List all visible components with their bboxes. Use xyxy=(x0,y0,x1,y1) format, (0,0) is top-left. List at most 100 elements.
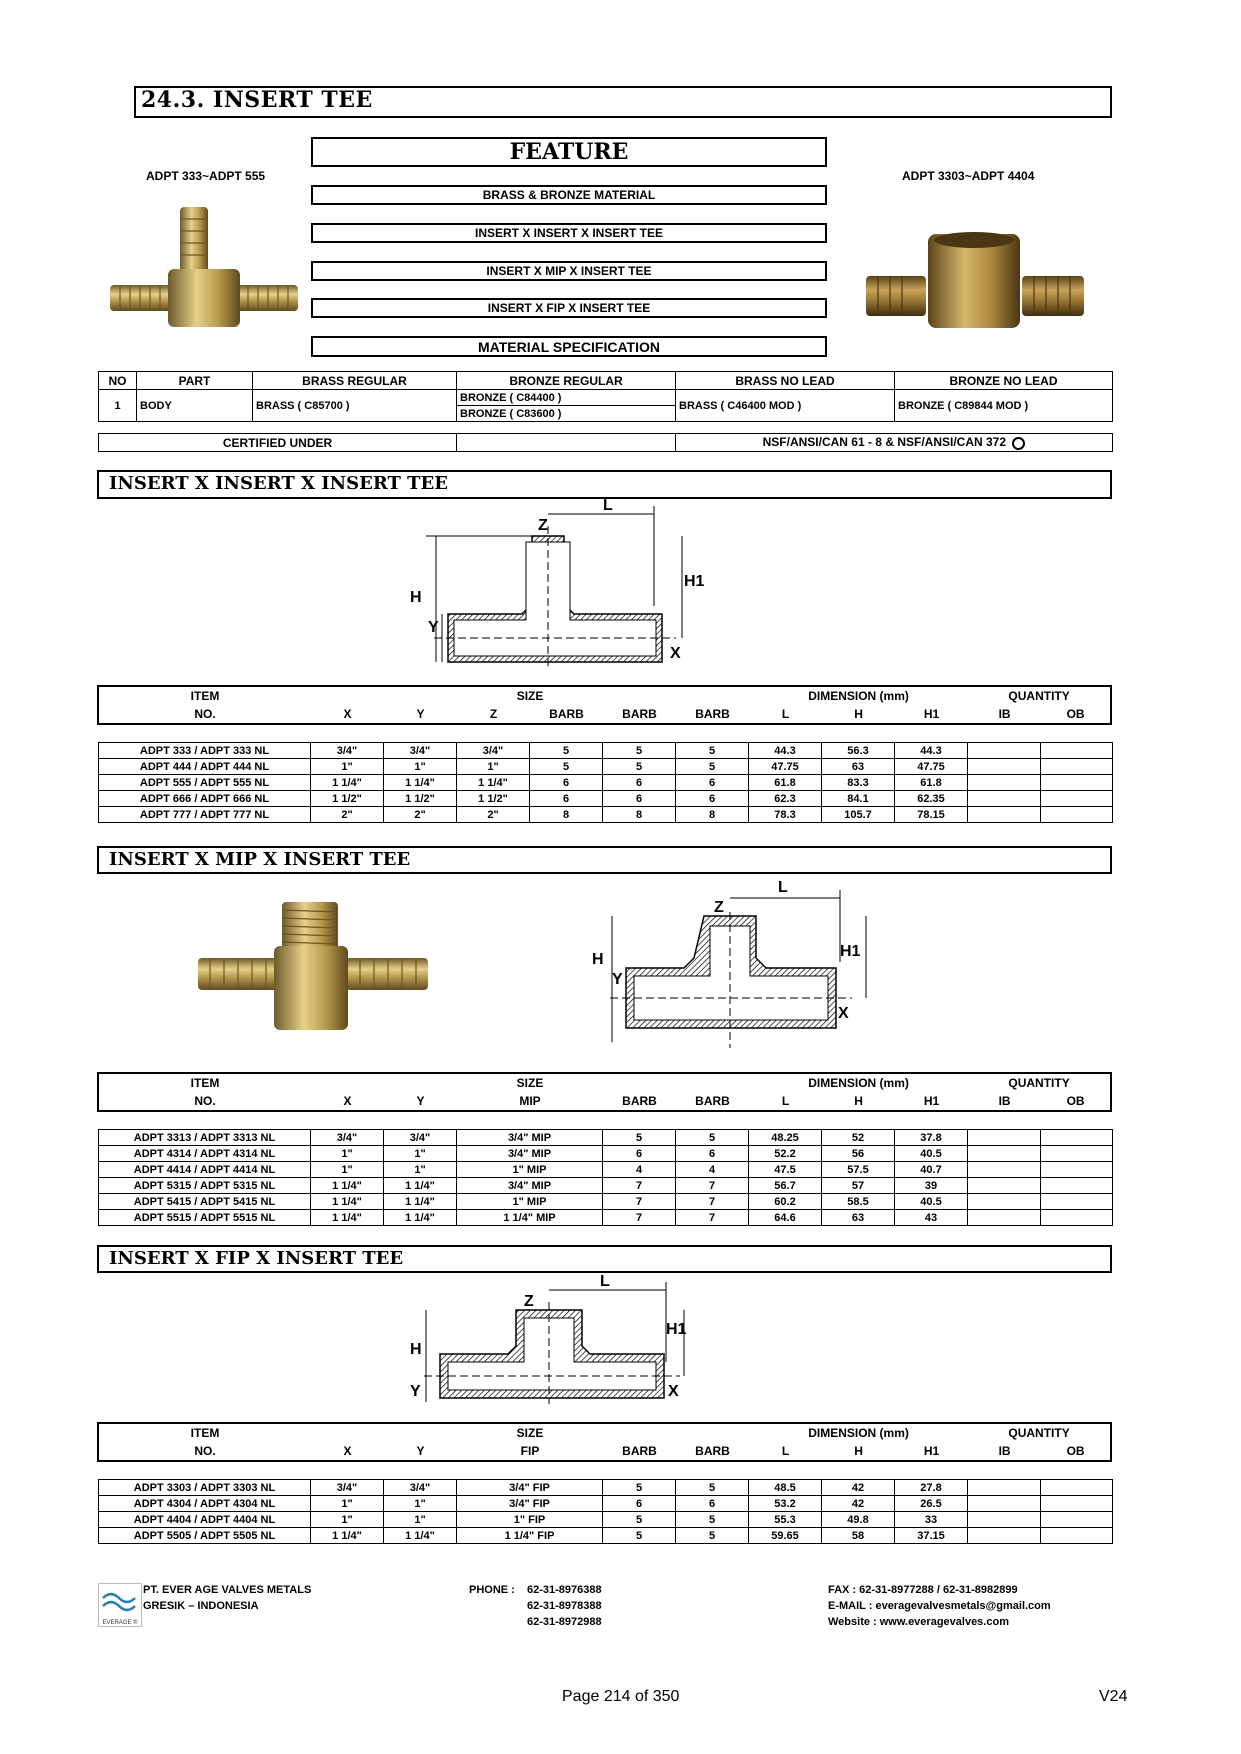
s3-cell: 55.3 xyxy=(748,1511,822,1528)
s1-cell: 3/4" xyxy=(383,742,457,759)
s1-cell: 83.3 xyxy=(821,774,895,791)
s1-cell: 8 xyxy=(529,806,603,823)
s3-head-item: ITEM xyxy=(190,1426,220,1440)
s2-cell: 39 xyxy=(894,1177,968,1194)
section2-header-box xyxy=(97,1072,1112,1112)
s1-head-size: SIZE xyxy=(516,689,544,703)
s1-cell xyxy=(967,742,1041,759)
s2-cell: 1" xyxy=(383,1145,457,1162)
s1-cell: 5 xyxy=(529,742,603,759)
s3-cell: 33 xyxy=(894,1511,968,1528)
footer-phone-label: PHONE : xyxy=(469,1584,515,1596)
s1-cell: 5 xyxy=(529,758,603,775)
s3-head-col-3: FIP xyxy=(520,1444,540,1458)
s3-cell: 5 xyxy=(602,1527,676,1544)
s2-cell: 1 1/4" xyxy=(383,1177,457,1194)
s3-cell xyxy=(967,1527,1041,1544)
s1-cell: 47.75 xyxy=(894,758,968,775)
material-spec-title: MATERIAL SPECIFICATION xyxy=(311,336,827,357)
s2-cell xyxy=(967,1177,1041,1194)
certified-table: CERTIFIED UNDER NSF/ANSI/CAN 61 - 8 & NS… xyxy=(98,433,1113,452)
s1-cell: 5 xyxy=(602,758,676,775)
s2-head-col-1: X xyxy=(343,1094,352,1108)
s3-cell xyxy=(967,1479,1041,1496)
s1-cell: 63 xyxy=(821,758,895,775)
s2-cell: 57 xyxy=(821,1177,895,1194)
s2-head-col-9: IB xyxy=(998,1094,1011,1108)
s1-head-col-5: BARB xyxy=(622,707,657,721)
s1-head-col-2: Y xyxy=(416,707,425,721)
dim-label-h: H xyxy=(410,589,422,606)
s2-cell: 1 1/4" xyxy=(310,1177,384,1194)
s2-cell: ADPT 4314 / ADPT 4314 NL xyxy=(98,1145,311,1162)
s3-cell: ADPT 4404 / ADPT 4404 NL xyxy=(98,1511,311,1528)
material-header-no: NO xyxy=(98,371,137,390)
feature-item-insert-insert: INSERT X INSERT X INSERT TEE xyxy=(311,223,827,243)
fip-dim-label-l: L xyxy=(600,1273,610,1290)
s3-cell: 48.5 xyxy=(748,1479,822,1496)
feature-item-insert-mip: INSERT X MIP X INSERT TEE xyxy=(311,261,827,281)
s1-cell: ADPT 777 / ADPT 777 NL xyxy=(98,806,311,823)
nsf-mark-icon xyxy=(1012,436,1026,450)
s2-head-col-4: BARB xyxy=(622,1094,657,1108)
s1-cell: 61.8 xyxy=(748,774,822,791)
s3-head-quantity: QUANTITY xyxy=(1008,1426,1070,1440)
insert-mip-tee-photo xyxy=(198,902,428,1030)
material-header-brass-no-lead: BRASS NO LEAD xyxy=(675,371,895,390)
s2-cell xyxy=(967,1129,1041,1146)
s3-cell xyxy=(1040,1495,1113,1512)
feature-right-label: ADPT 3303~ADPT 4404 xyxy=(902,169,1035,183)
s2-cell: 56 xyxy=(821,1145,895,1162)
material-row-no: 1 xyxy=(98,389,137,422)
s3-cell: 1" xyxy=(383,1511,457,1528)
s1-head-item: ITEM xyxy=(190,689,220,703)
insert-fip-tee-diagram: L Z H H1 Y X xyxy=(410,1273,687,1404)
s2-cell: 1" MIP xyxy=(456,1193,603,1210)
mip-dim-label-h1: H1 xyxy=(840,943,861,960)
s2-cell: 3/4" MIP xyxy=(456,1129,603,1146)
s2-head-col-10: OB xyxy=(1066,1094,1085,1108)
s1-cell: 62.35 xyxy=(894,790,968,807)
s2-cell: 56.7 xyxy=(748,1177,822,1194)
s2-cell: 58.5 xyxy=(821,1193,895,1210)
s3-cell: 26.5 xyxy=(894,1495,968,1512)
fip-dim-label-x: X xyxy=(668,1383,679,1400)
s2-cell: 4 xyxy=(602,1161,676,1178)
s3-cell: 3/4" FIP xyxy=(456,1479,603,1496)
s2-cell: 1 1/4" xyxy=(383,1193,457,1210)
material-row-brass-no-lead: BRASS ( C46400 MOD ) xyxy=(675,389,895,422)
s3-head-col-6: L xyxy=(781,1444,790,1458)
s3-head-col-4: BARB xyxy=(622,1444,657,1458)
s2-head-col-2: Y xyxy=(416,1094,425,1108)
s3-cell: 3/4" FIP xyxy=(456,1495,603,1512)
s3-head-col-2: Y xyxy=(416,1444,425,1458)
s2-head-col-6: L xyxy=(781,1094,790,1108)
s3-cell: 5 xyxy=(602,1479,676,1496)
s2-cell xyxy=(1040,1193,1113,1210)
s2-cell: 7 xyxy=(675,1177,749,1194)
s2-cell: 3/4" xyxy=(310,1129,384,1146)
s2-cell: 6 xyxy=(602,1145,676,1162)
footer-email: E-MAIL : everagevalvesmetals@gmail.com xyxy=(828,1600,1051,1612)
s1-cell: 1 1/2" xyxy=(383,790,457,807)
s1-cell xyxy=(1040,758,1113,775)
material-header-bronze-regular: BRONZE REGULAR xyxy=(456,371,676,390)
s3-head-col-0: NO. xyxy=(194,1444,216,1458)
s1-head-col-4: BARB xyxy=(549,707,584,721)
feature-title: FEATURE xyxy=(311,137,827,167)
s1-cell: 105.7 xyxy=(821,806,895,823)
s1-head-col-0: NO. xyxy=(194,707,216,721)
s3-cell: 5 xyxy=(675,1511,749,1528)
s1-cell: 62.3 xyxy=(748,790,822,807)
s2-cell: ADPT 5415 / ADPT 5415 NL xyxy=(98,1193,311,1210)
s1-cell xyxy=(967,806,1041,823)
s1-cell: 3/4" xyxy=(310,742,384,759)
